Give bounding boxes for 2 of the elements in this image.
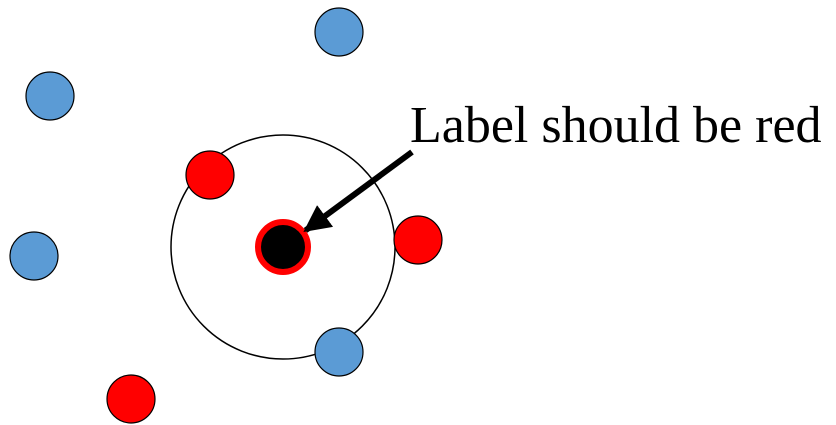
annotation-label: Label should be red	[410, 100, 822, 152]
arrow	[303, 150, 414, 233]
